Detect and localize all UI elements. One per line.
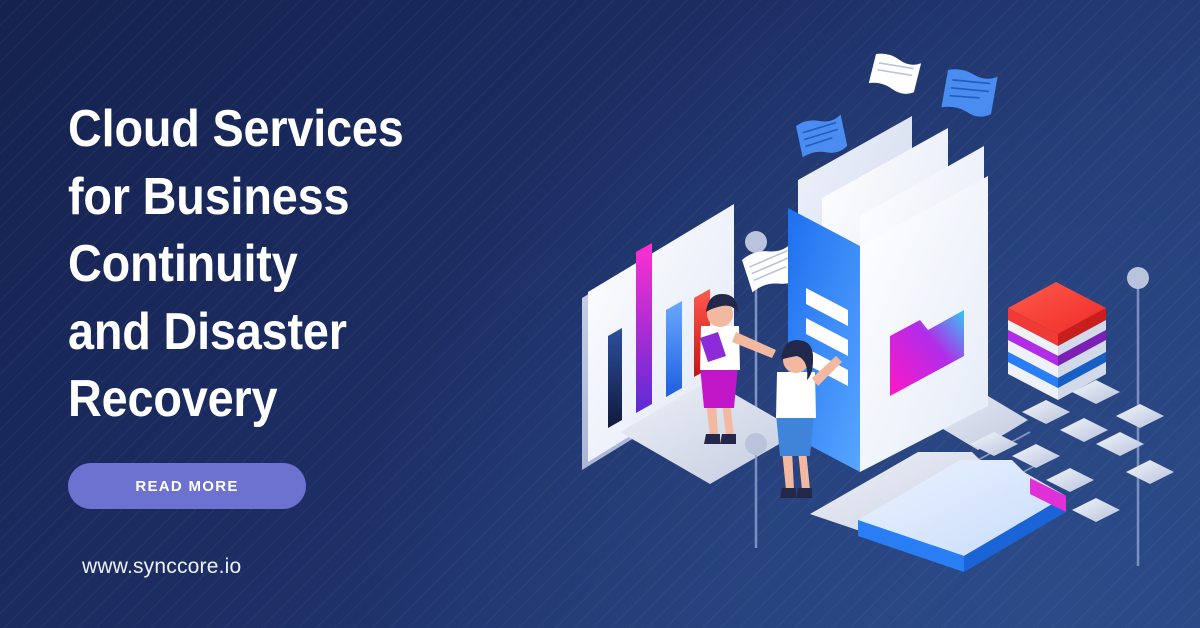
headline-block: Cloud Services for Business Continuity a… — [68, 96, 608, 434]
layer-blue — [1008, 352, 1058, 388]
paper-blue-mid — [796, 114, 848, 158]
paper-white-top — [868, 53, 922, 94]
layer-purple — [1008, 330, 1058, 366]
bar-magenta — [636, 243, 652, 413]
card-accent — [1030, 478, 1066, 512]
front-card-top — [858, 460, 1066, 556]
tablet — [700, 332, 726, 362]
layered-storage-stack — [1008, 282, 1106, 400]
hero-illustration — [560, 20, 1200, 620]
bar-blue — [666, 301, 682, 397]
layer-red-top — [1008, 282, 1106, 334]
skirt — [776, 414, 814, 456]
floating-papers — [742, 53, 998, 293]
document-card-stack — [810, 452, 1066, 572]
bar-navy — [608, 328, 622, 428]
person-left — [700, 294, 776, 444]
site-url: www.synccore.io — [82, 555, 242, 578]
arm — [812, 356, 842, 386]
arm — [732, 332, 776, 358]
person-right — [776, 340, 842, 498]
paper-blue-right — [941, 69, 998, 117]
pin-lower-left — [745, 433, 767, 548]
paper-white-left — [742, 241, 804, 293]
top — [776, 372, 816, 418]
open-folder — [788, 176, 988, 472]
read-more-button[interactable]: READ MORE — [68, 463, 306, 509]
skirt — [700, 366, 738, 408]
folder-glyph — [890, 310, 964, 396]
page-title: Cloud Services for Business Continuity a… — [68, 100, 404, 429]
chart-bars — [608, 243, 710, 428]
bar-chart-screen — [582, 204, 734, 470]
folder-front — [860, 176, 988, 472]
